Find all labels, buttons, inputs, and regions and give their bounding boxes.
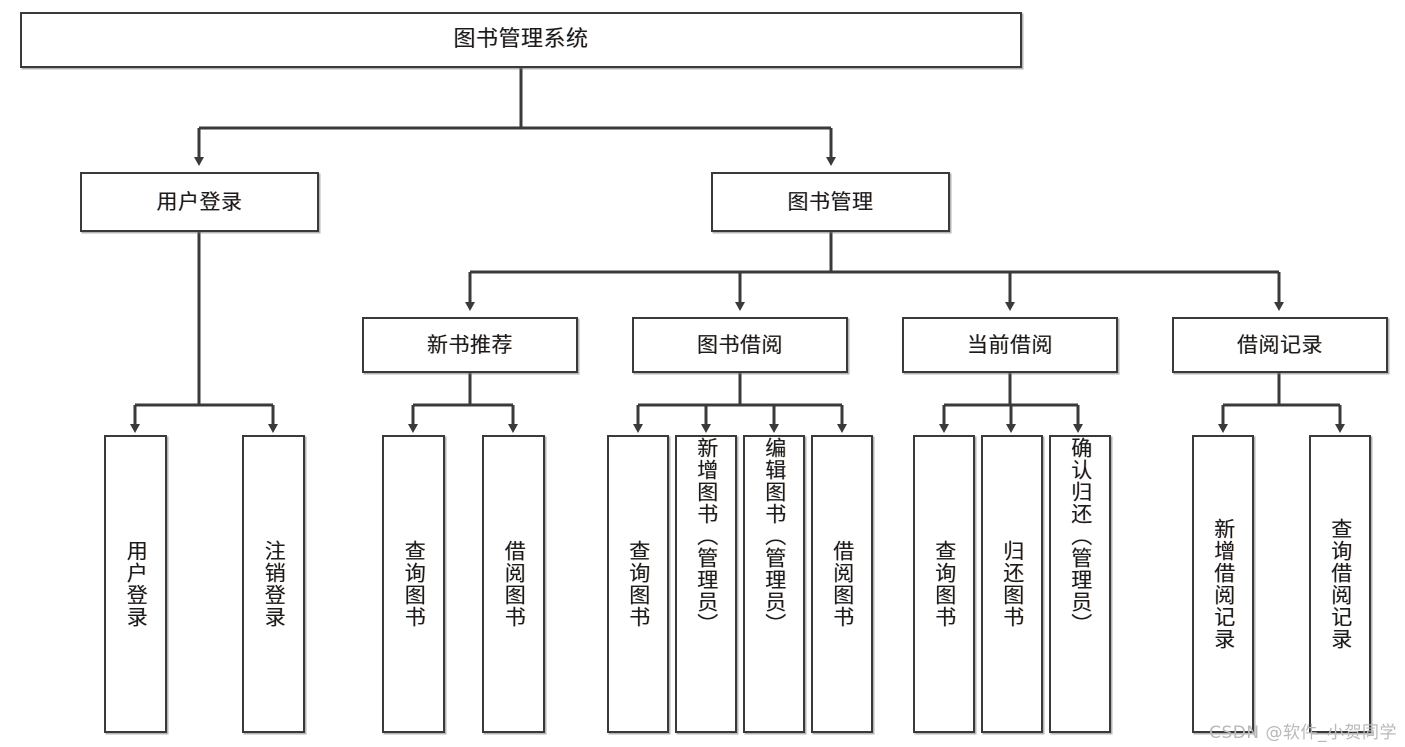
node-new-book-recommend-label: 新书推荐 <box>427 332 513 357</box>
node-user-login-label: 用户登录 <box>156 189 243 214</box>
node-leaf-query-book-1[interactable]: 查询图书 <box>382 435 445 733</box>
node-new-book-recommend[interactable]: 新书推荐 <box>362 317 578 373</box>
node-leaf-add-borrow-record[interactable]: 新增借阅记录 <box>1192 435 1254 733</box>
node-leaf-borrow-book-2[interactable]: 借阅图书 <box>811 435 873 733</box>
node-leaf-user-login[interactable]: 用户登录 <box>104 435 167 733</box>
node-root[interactable]: 图书管理系统 <box>20 12 1022 68</box>
watermark: CSDN @软件_小贺同学 <box>1209 723 1397 743</box>
edge-group-book-management <box>465 232 1284 311</box>
node-leaf-query-book-2[interactable]: 查询图书 <box>607 435 669 733</box>
node-leaf-return-book-label: 归还图书 <box>1000 540 1025 628</box>
node-leaf-confirm-return[interactable]: 确认归还（管理员） <box>1049 435 1111 733</box>
node-leaf-borrow-book-1[interactable]: 借阅图书 <box>482 435 545 733</box>
node-leaf-query-borrow-record-label: 查询借阅记录 <box>1328 518 1353 650</box>
node-leaf-borrow-book-1-label: 借阅图书 <box>502 540 527 628</box>
node-book-borrow-label: 图书借阅 <box>697 332 783 357</box>
node-leaf-query-book-1-label: 查询图书 <box>402 540 427 628</box>
edge-group-root <box>194 68 836 166</box>
node-current-borrow[interactable]: 当前借阅 <box>902 317 1118 373</box>
node-book-borrow[interactable]: 图书借阅 <box>632 317 848 373</box>
node-borrow-record-label: 借阅记录 <box>1237 332 1323 357</box>
node-leaf-edit-book-label: 编辑图书（管理员） <box>762 437 787 635</box>
node-current-borrow-label: 当前借阅 <box>967 332 1053 357</box>
node-leaf-return-book[interactable]: 归还图书 <box>981 435 1043 733</box>
node-leaf-edit-book[interactable]: 编辑图书（管理员） <box>743 435 805 733</box>
node-leaf-query-borrow-record[interactable]: 查询借阅记录 <box>1309 435 1371 733</box>
node-leaf-logout-login[interactable]: 注销登录 <box>242 435 305 733</box>
node-root-label: 图书管理系统 <box>453 27 589 53</box>
node-leaf-confirm-return-label: 确认归还（管理员） <box>1068 437 1093 635</box>
node-leaf-add-book-label: 新增图书（管理员） <box>694 437 719 635</box>
node-leaf-user-login-label: 用户登录 <box>124 540 149 628</box>
edge-group-borrow-record <box>1218 373 1345 433</box>
node-leaf-add-book[interactable]: 新增图书（管理员） <box>675 435 737 733</box>
node-leaf-borrow-book-2-label: 借阅图书 <box>830 540 855 628</box>
node-leaf-query-book-2-label: 查询图书 <box>626 540 651 628</box>
node-leaf-query-book-3[interactable]: 查询图书 <box>913 435 975 733</box>
node-leaf-logout-login-label: 注销登录 <box>262 540 287 628</box>
node-borrow-record[interactable]: 借阅记录 <box>1172 317 1388 373</box>
node-book-management-label: 图书管理 <box>787 189 874 214</box>
edge-group-user-login <box>130 232 278 433</box>
edge-group-new-book <box>408 373 518 433</box>
edge-group-book-borrow <box>633 373 847 433</box>
node-book-management[interactable]: 图书管理 <box>711 172 950 232</box>
node-user-login[interactable]: 用户登录 <box>80 172 319 232</box>
node-leaf-add-borrow-record-label: 新增借阅记录 <box>1211 518 1236 650</box>
edge-group-current-borrow <box>939 373 1083 433</box>
node-leaf-query-book-3-label: 查询图书 <box>932 540 957 628</box>
